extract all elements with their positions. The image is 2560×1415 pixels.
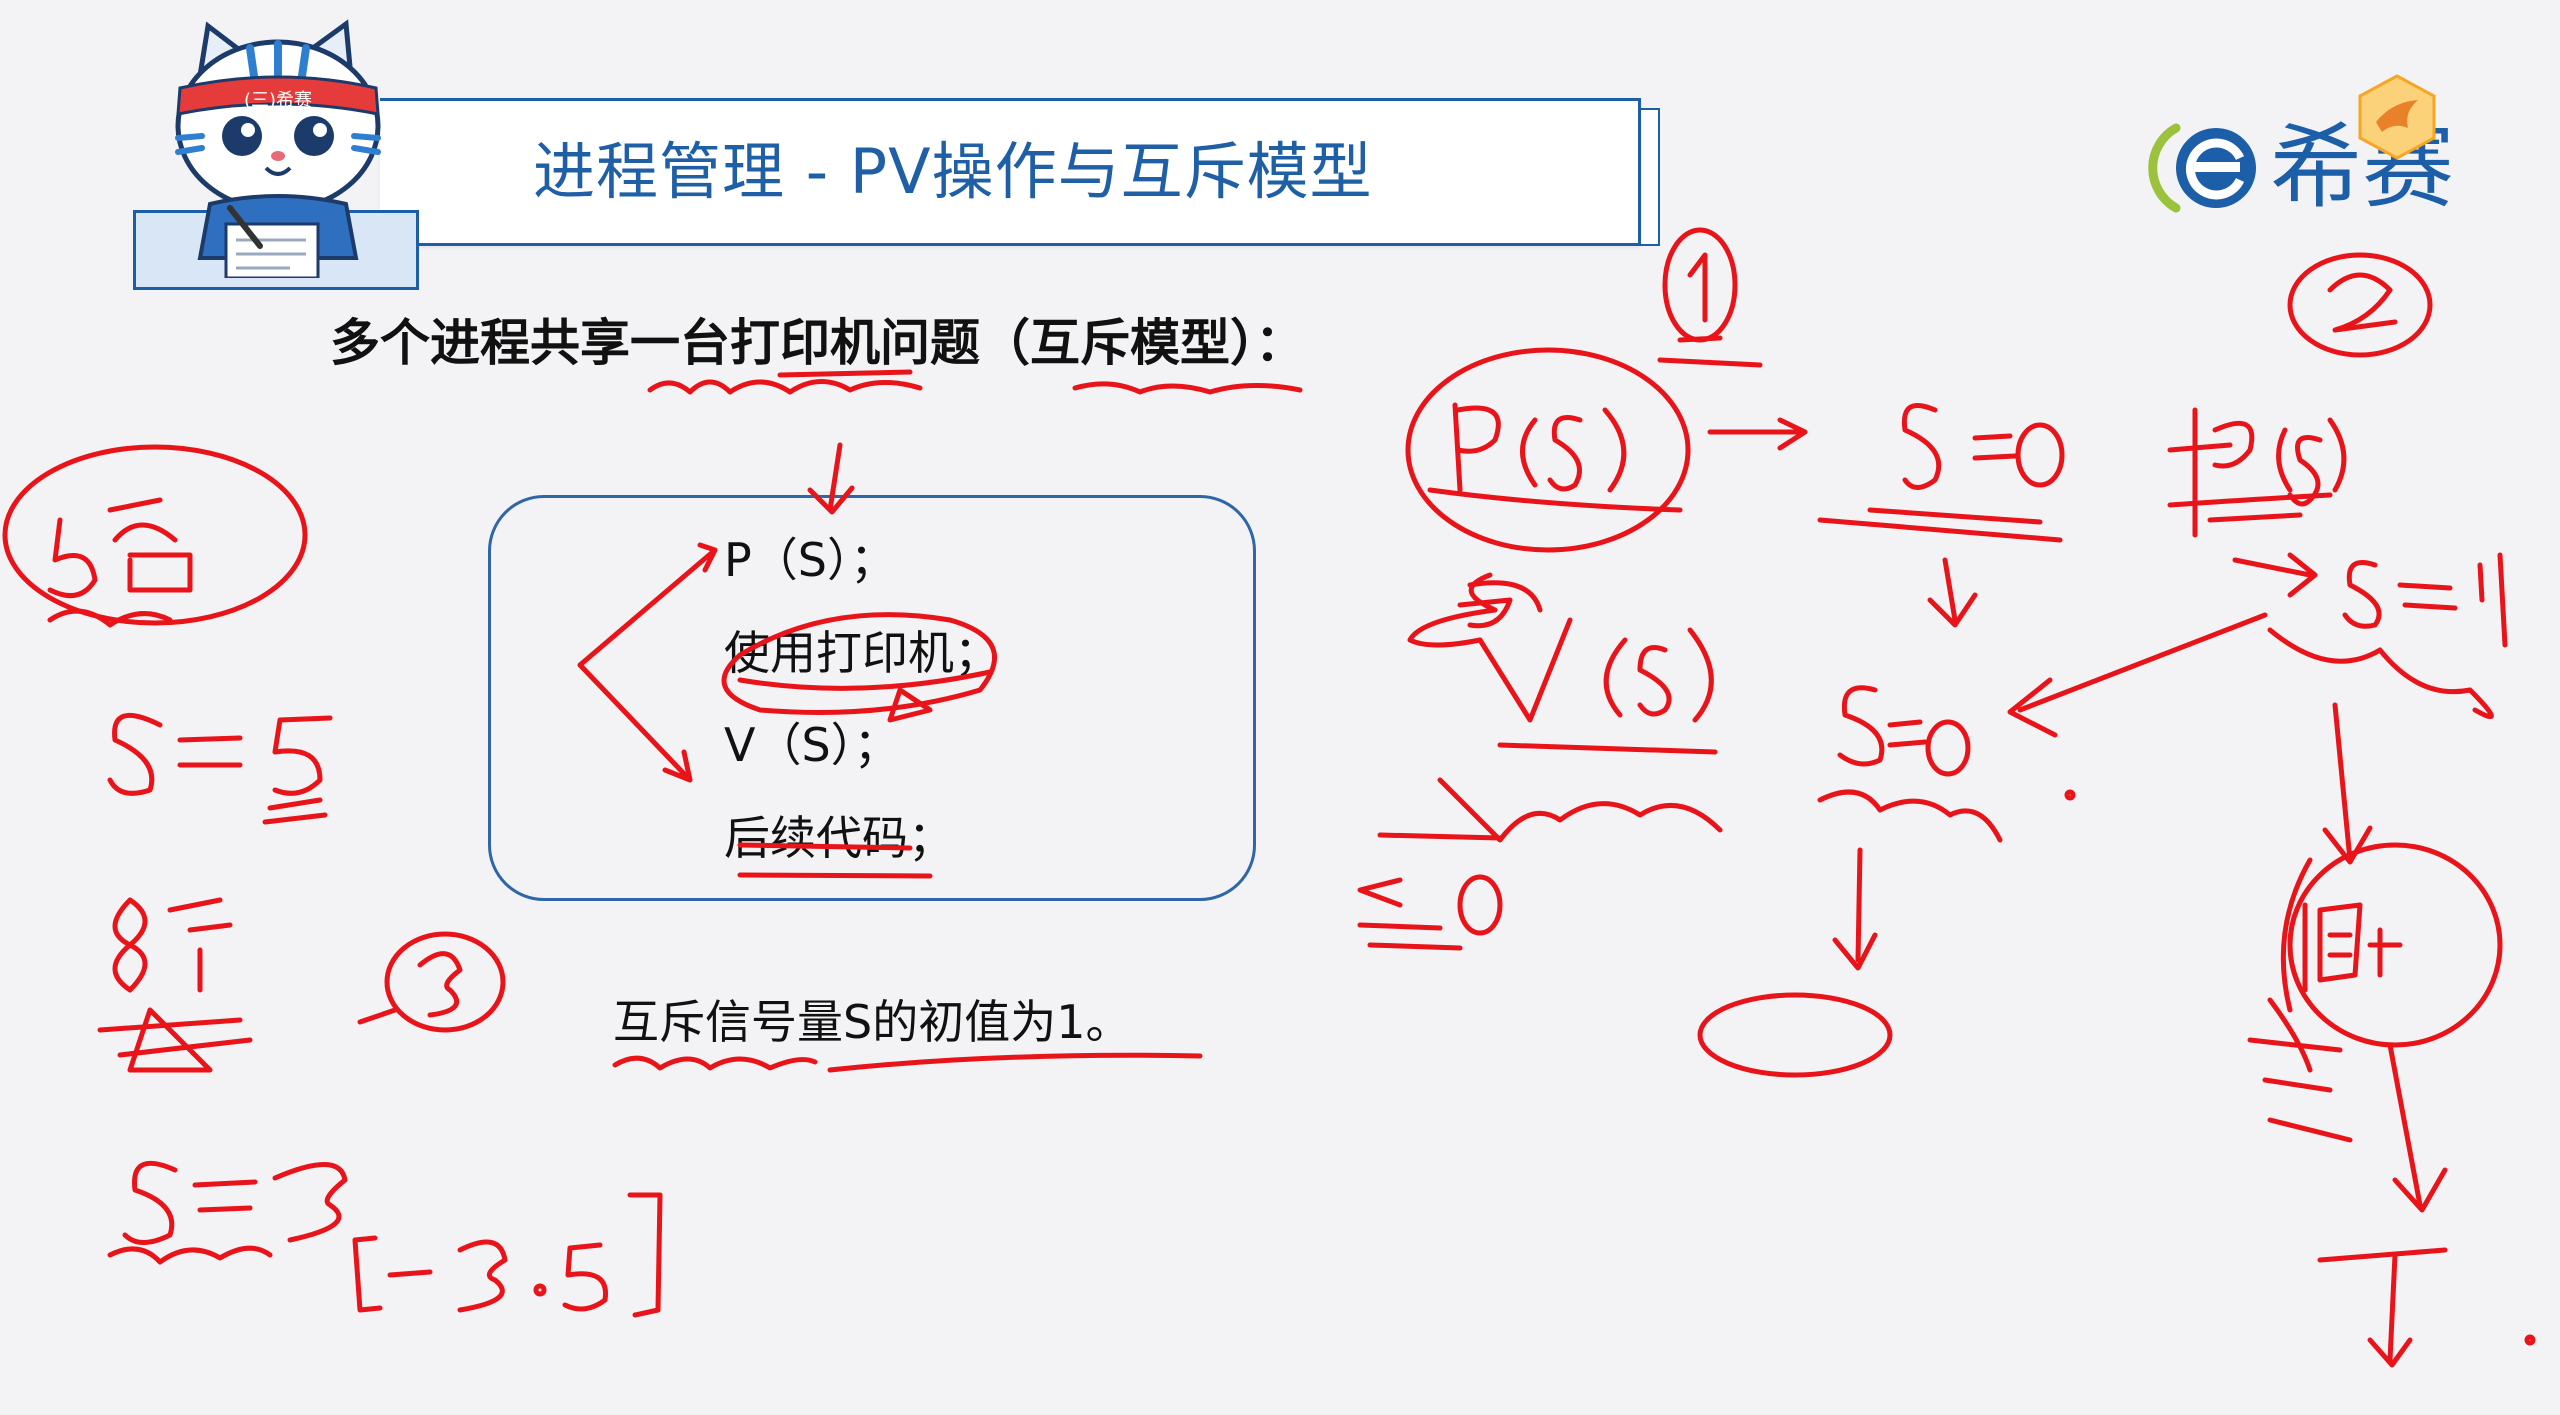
bird-badge-icon (2352, 72, 2442, 162)
slide-title: 进程管理 - PV操作与互斥模型 (533, 132, 1633, 212)
code-line-v: V（S）； (724, 713, 900, 777)
logo-icon (2146, 118, 2264, 218)
code-line-following: 后续代码； (724, 806, 954, 870)
mascot-headband-text: (三)希赛 (244, 90, 312, 111)
problem-heading: 多个进程共享一台打印机问题（互斥模型）： (330, 308, 1305, 378)
mutex-initial-value-note: 互斥信号量S的初值为1。 (613, 990, 1131, 1054)
code-line-p: P（S）； (724, 528, 896, 592)
mascot-cat-icon: (三)希赛 (150, 18, 410, 278)
code-line-use-printer: 使用打印机； (724, 621, 1000, 685)
